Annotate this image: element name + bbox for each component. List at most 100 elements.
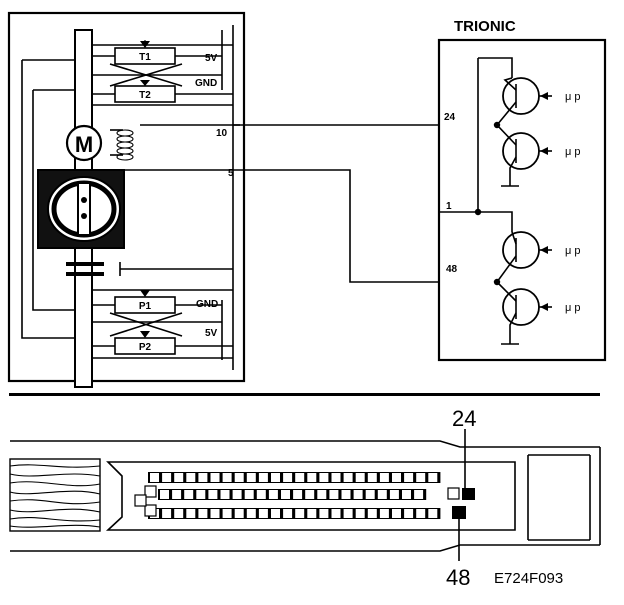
connector-pin	[222, 509, 232, 518]
connector-pin	[271, 509, 280, 518]
connector-pin	[271, 473, 280, 482]
connector-pin	[355, 473, 365, 482]
connector-pin	[416, 473, 426, 482]
connector-pin	[355, 509, 365, 518]
wire-label-10: 10	[216, 128, 228, 139]
trionic-ecu: TRIONIC 24 1 48	[437, 18, 607, 362]
p1-label: P1	[139, 301, 152, 312]
connector-pin	[392, 473, 401, 482]
connector-pin	[404, 509, 414, 518]
connector-pin	[220, 490, 230, 499]
section-divider	[9, 393, 600, 396]
connector-pin	[295, 509, 305, 518]
connector-pin	[307, 509, 317, 518]
connector-pin	[258, 473, 268, 482]
p-ground-label: GND	[196, 299, 218, 310]
connector-pin-label-24: 24	[452, 406, 476, 431]
transistor-input-4: μ p	[565, 302, 581, 314]
connector-pin	[367, 473, 377, 482]
pin-row-3	[148, 508, 441, 519]
connector-pin	[389, 490, 399, 499]
connector-pin	[283, 473, 293, 482]
connector-end-pin	[134, 494, 147, 507]
wire-label-1: 1	[446, 201, 452, 212]
transistor-input-2: μ p	[565, 146, 581, 158]
connector-pin	[196, 490, 206, 499]
connector-pin	[307, 473, 317, 482]
ecu-title: TRIONIC	[454, 18, 516, 35]
t2-label: T2	[139, 90, 151, 101]
connector-end-pin	[144, 504, 157, 517]
connector-pin	[428, 509, 438, 518]
connector-pin	[150, 473, 159, 482]
coupling-top	[66, 262, 104, 266]
connector-pin	[295, 473, 305, 482]
pin-24-neighbor	[447, 487, 460, 500]
connector-pin	[293, 490, 303, 499]
connector-pin	[428, 473, 438, 482]
connector-pin	[222, 473, 232, 482]
harness-wires	[140, 124, 497, 283]
wire-label-48: 48	[446, 264, 458, 275]
pin-row-1	[148, 472, 441, 483]
connector-pin	[317, 490, 327, 499]
connector-pin	[281, 490, 290, 499]
motor-circle	[65, 124, 103, 162]
connector-pin	[162, 509, 172, 518]
connector-pin	[184, 490, 194, 499]
connector-pin	[198, 473, 208, 482]
transistor-4	[496, 281, 552, 345]
connector-pin	[402, 490, 411, 499]
connector-pin	[414, 490, 424, 499]
motor-label: M	[75, 132, 93, 157]
connector-pin	[283, 509, 293, 518]
connector-pin	[353, 490, 363, 499]
transistor-input-3: μ p	[565, 245, 581, 257]
ecu-connector: 24 48 E724F093	[9, 406, 601, 590]
connector-pin	[365, 490, 375, 499]
connector-pin	[379, 473, 389, 482]
transistor-2	[496, 124, 552, 187]
connector-pin	[319, 473, 329, 482]
connector-pin	[232, 490, 242, 499]
connector-pin	[379, 509, 389, 518]
left-bus-outer	[21, 60, 75, 339]
connector-pin	[186, 509, 196, 518]
connector-pin	[234, 473, 244, 482]
transistor-3	[496, 231, 552, 283]
connector-pin	[377, 490, 387, 499]
t-ground-label: GND	[195, 78, 217, 89]
connector-pin	[343, 473, 353, 482]
connector-pin	[162, 473, 172, 482]
connector-pin-label-48: 48	[446, 565, 470, 590]
connector-pin	[305, 490, 315, 499]
connector-pin	[367, 509, 377, 518]
connector-pin	[329, 490, 339, 499]
connector-pin	[244, 490, 254, 499]
pin-24-highlight	[462, 488, 475, 500]
connector-pin	[198, 509, 208, 518]
t-supply-label: 5V	[205, 53, 218, 64]
connector-end-pin	[144, 485, 157, 498]
motor-coil	[110, 129, 134, 161]
throttle-body: T1 T2 5V GND M 10	[7, 11, 246, 388]
connector-pin	[319, 509, 329, 518]
connector-pin	[174, 509, 184, 518]
connector-pin	[404, 473, 414, 482]
connector-pin	[343, 509, 353, 518]
connector-pin	[172, 490, 182, 499]
connector-pin	[208, 490, 218, 499]
t1-label: T1	[139, 52, 151, 63]
left-bus-inner	[32, 90, 75, 311]
connector-pin	[341, 490, 351, 499]
connector-pin	[392, 509, 401, 518]
p-supply-label: 5V	[205, 328, 218, 339]
pin-row-2	[158, 489, 427, 500]
connector-pin	[246, 509, 256, 518]
connector-pin	[331, 473, 341, 482]
connector-pin	[331, 509, 341, 518]
connector-pin	[268, 490, 278, 499]
figure-code: E724F093	[494, 570, 563, 587]
